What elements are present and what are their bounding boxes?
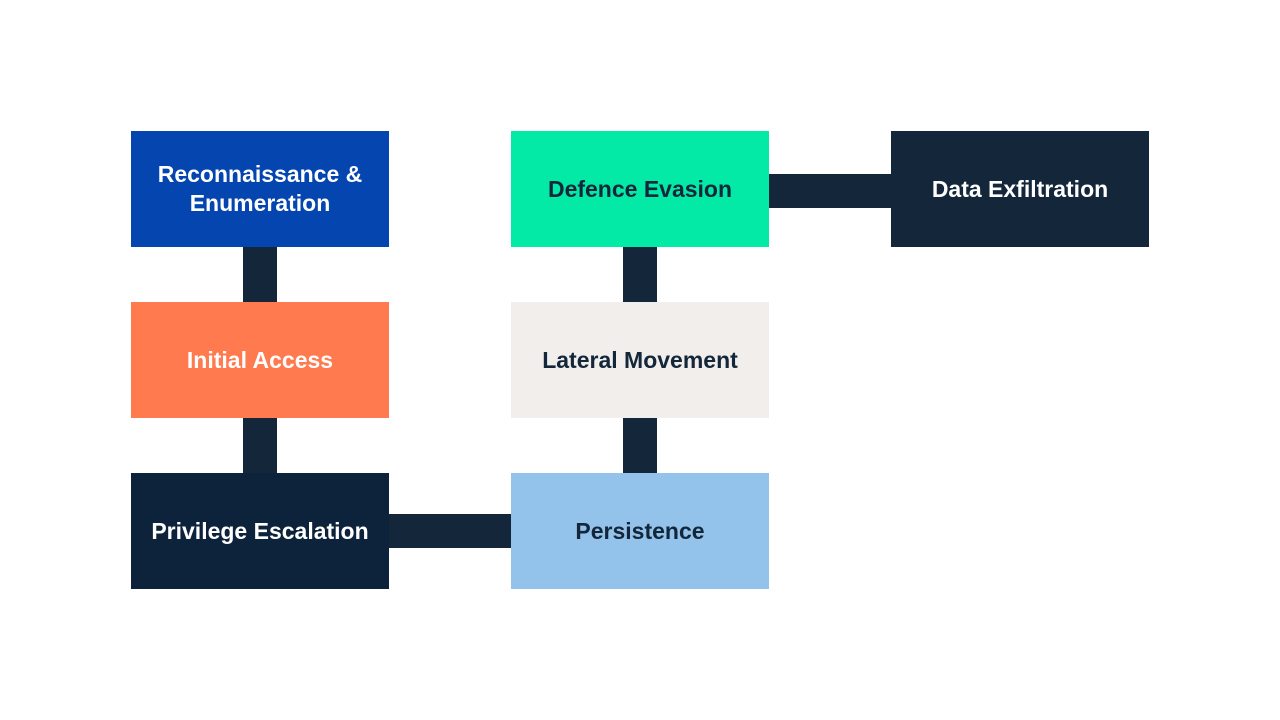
node-privilege-escalation: Privilege Escalation <box>131 473 389 589</box>
node-defence-evasion: Defence Evasion <box>511 131 769 247</box>
connector-privilege-persistence <box>387 514 513 548</box>
connector-recon-initial <box>243 245 277 304</box>
node-lateral-movement: Lateral Movement <box>511 302 769 418</box>
connector-defence-exfiltration <box>767 174 893 208</box>
connector-lateral-defence <box>623 245 657 304</box>
node-label: Defence Evasion <box>547 175 733 202</box>
node-reconnaissance-enumeration: Reconnaissance & Enumeration <box>131 131 389 247</box>
node-label: Persistence <box>575 517 705 544</box>
node-label: Lateral Movement <box>542 346 738 373</box>
node-label: Privilege Escalation <box>151 517 369 544</box>
node-label: Reconnaissance & Enumeration <box>157 161 363 216</box>
node-data-exfiltration: Data Exfiltration <box>891 131 1149 247</box>
node-persistence: Persistence <box>511 473 769 589</box>
node-label: Initial Access <box>186 346 334 373</box>
node-initial-access: Initial Access <box>131 302 389 418</box>
node-label: Data Exfiltration <box>931 175 1109 202</box>
connector-persistence-lateral <box>623 416 657 475</box>
connector-initial-privilege <box>243 416 277 475</box>
